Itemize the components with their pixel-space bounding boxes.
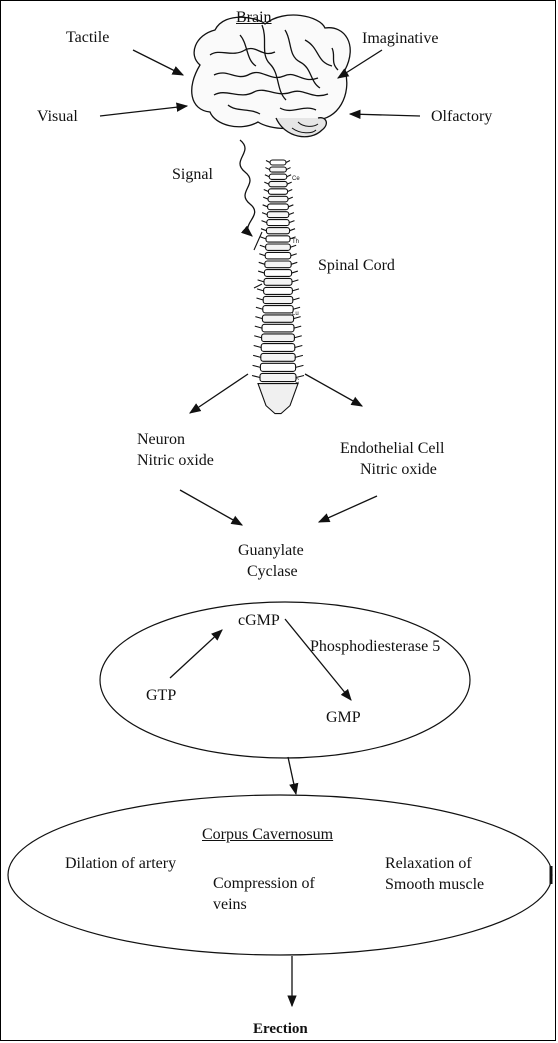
olfactory-label: Olfactory [431,108,493,125]
gtp-to-cgmp-arrow [169,629,223,679]
vertebra-process [254,335,302,339]
vertebra [263,286,293,295]
imaginative-label: Imaginative [362,30,439,47]
tactile-arrow [132,49,185,76]
rib-stub [253,231,263,289]
vertebra-process [259,244,297,248]
vertebra-process [264,181,292,185]
vertebra-process [263,189,293,193]
vertebra-process [261,220,295,224]
vertebra [265,243,291,251]
neuron-to-cyclase-arrow [179,489,244,526]
vertebra [265,235,291,243]
vertebra [259,362,297,372]
dilation-label: Dilation of artery [65,855,177,872]
veins-label: veins [213,896,247,913]
vertebra [261,323,295,333]
vertebra [260,352,296,362]
cgmp-cycle-ellipse [99,601,471,759]
vertebra-process [260,236,296,240]
cyclase-label: Cyclase [247,563,298,580]
vertebra-process [255,306,301,310]
endothelial-label: Endothelial Cell [340,440,445,457]
vertebra [264,251,292,260]
vertebra-process [262,204,294,208]
sacrum [257,383,299,415]
vertebra-process [261,212,295,216]
vertebra [263,277,293,286]
vertebra-process [264,174,292,178]
spine-to-endothelial-arrow [304,373,364,407]
vertebra [265,227,291,235]
vertebra [261,333,295,343]
vertebra [266,219,290,227]
vertebra [262,305,294,314]
vertebra-process [256,288,300,292]
vertebra [266,211,290,219]
vertebra-process [251,374,305,379]
vertebra-process [260,228,296,232]
vertebra [260,343,296,352]
spine-mark-cervical: Ce [292,176,300,182]
endothelial-no-label: Nitric oxide [360,461,437,478]
vertebra-process [259,253,297,257]
vertebra [263,269,293,277]
vertebra [264,260,292,269]
vertebra-process [254,325,302,329]
vertebra [267,195,289,203]
vertebra-process [255,316,301,320]
vertebra-process [256,297,300,301]
vertebra [268,180,288,188]
tactile-label: Tactile [66,29,110,46]
neuron-no-label: Nitric oxide [137,452,214,469]
erection-label: Erection [253,1021,308,1037]
vertebra-process [257,270,299,274]
vertebra [269,159,287,166]
visual-arrow [99,102,189,117]
gmp-label: GMP [326,709,361,726]
imaginative-arrow [337,49,383,79]
vertebra [259,372,297,383]
olfactory-arrow [348,109,421,119]
vertebra-process [258,261,298,265]
smooth-muscle-label: Smooth muscle [385,876,485,893]
visual-label: Visual [37,108,78,125]
cycle-to-corpus-arrow [287,756,299,796]
vertebra [267,188,289,195]
neuron-label: Neuron [137,431,185,448]
vertebra-process [252,354,304,358]
cgmp-to-gmp-arrow [284,618,352,701]
signal-label: Signal [172,166,213,183]
spinal-column-illustration [251,159,305,415]
spine-mark-coccyx: C [295,379,300,385]
brain-illustration [191,14,351,138]
vertebra [268,173,288,180]
cgmp-label: cGMP [238,612,280,629]
vertebra [269,166,287,173]
vertebra [261,314,295,323]
guanylate-label: Guanylate [238,542,304,559]
vertebra-process [265,167,291,171]
phosphodiesterase-label: Phosphodiesterase 5 [310,638,441,655]
vertebra-process [253,344,303,349]
vertebra-process [262,196,294,200]
vertebra [262,295,294,305]
vertebra-process [265,160,291,163]
vertebra [267,203,289,211]
vertebra-process [257,279,299,283]
spine-mark-thoracic: Th [292,239,299,245]
corpus-cavernosum-title: Corpus Cavernosum [202,826,334,843]
brain-title: Brain [236,9,272,26]
endothelial-to-cyclase-arrow [317,495,378,523]
gtp-label: GTP [146,687,177,704]
signal-wave [239,139,256,237]
spine-mark-lumbar: Lu [292,311,299,317]
spinal-cord-label: Spinal Cord [318,257,395,274]
relaxation-label: Relaxation of [385,855,472,872]
compression-label: Compression of [213,875,315,892]
spine-to-neuron-arrow [189,373,249,414]
vertebra-process [252,364,304,368]
